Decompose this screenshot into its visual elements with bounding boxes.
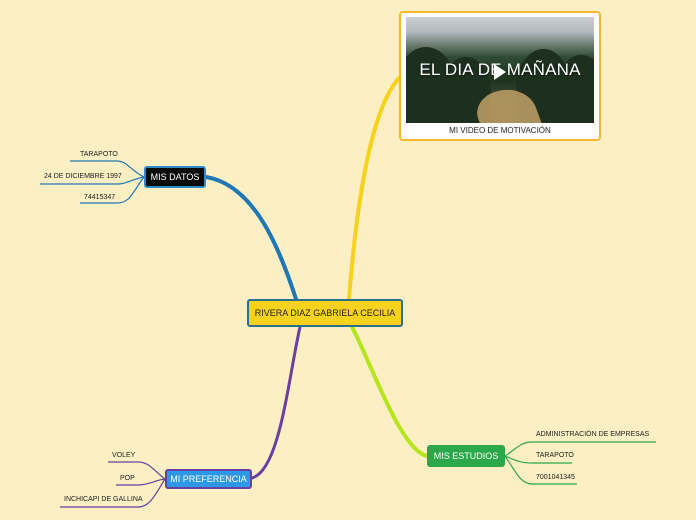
datos-item-birthdate[interactable]: 24 DE DICIEMBRE 1997 (44, 173, 122, 180)
topic-mis-datos[interactable]: MIS DATOS (144, 166, 206, 188)
connector-estudios-1 (505, 442, 656, 456)
datos-item-city[interactable]: TARAPOTO (80, 151, 118, 158)
preferencia-item-food[interactable]: INCHICAPI DE GALLINA (64, 496, 143, 503)
video-thumbnail[interactable]: EL DIA DE MAÑANA (406, 17, 594, 123)
estudios-item-city[interactable]: TARAPOTO (536, 452, 574, 459)
play-icon[interactable] (494, 64, 506, 80)
datos-item-id[interactable]: 74415347 (84, 194, 115, 201)
preferencia-item-music[interactable]: POP (120, 475, 135, 482)
branch-video (349, 78, 399, 299)
branch-mis-datos (206, 177, 296, 299)
connector-pref-1 (108, 462, 165, 479)
preferencia-item-sport[interactable]: VOLEY (112, 452, 135, 459)
estudios-item-code[interactable]: 7001041345 (536, 474, 575, 481)
branch-mis-estudios (352, 327, 427, 456)
topic-mi-preferencia[interactable]: MI PREFERENCIA (165, 469, 252, 489)
estudios-item-career[interactable]: ADMINISTRACIÓN DE EMPRESAS (536, 431, 649, 438)
topic-mis-estudios[interactable]: MIS ESTUDIOS (427, 445, 505, 467)
video-card[interactable]: EL DIA DE MAÑANA MI VIDEO DE MOTIVACIÓN (399, 11, 601, 141)
central-topic[interactable]: RIVERA DIAZ GABRIELA CECILIA (247, 299, 403, 327)
branch-mi-preferencia (252, 327, 300, 478)
video-caption: MI VIDEO DE MOTIVACIÓN (401, 126, 599, 135)
